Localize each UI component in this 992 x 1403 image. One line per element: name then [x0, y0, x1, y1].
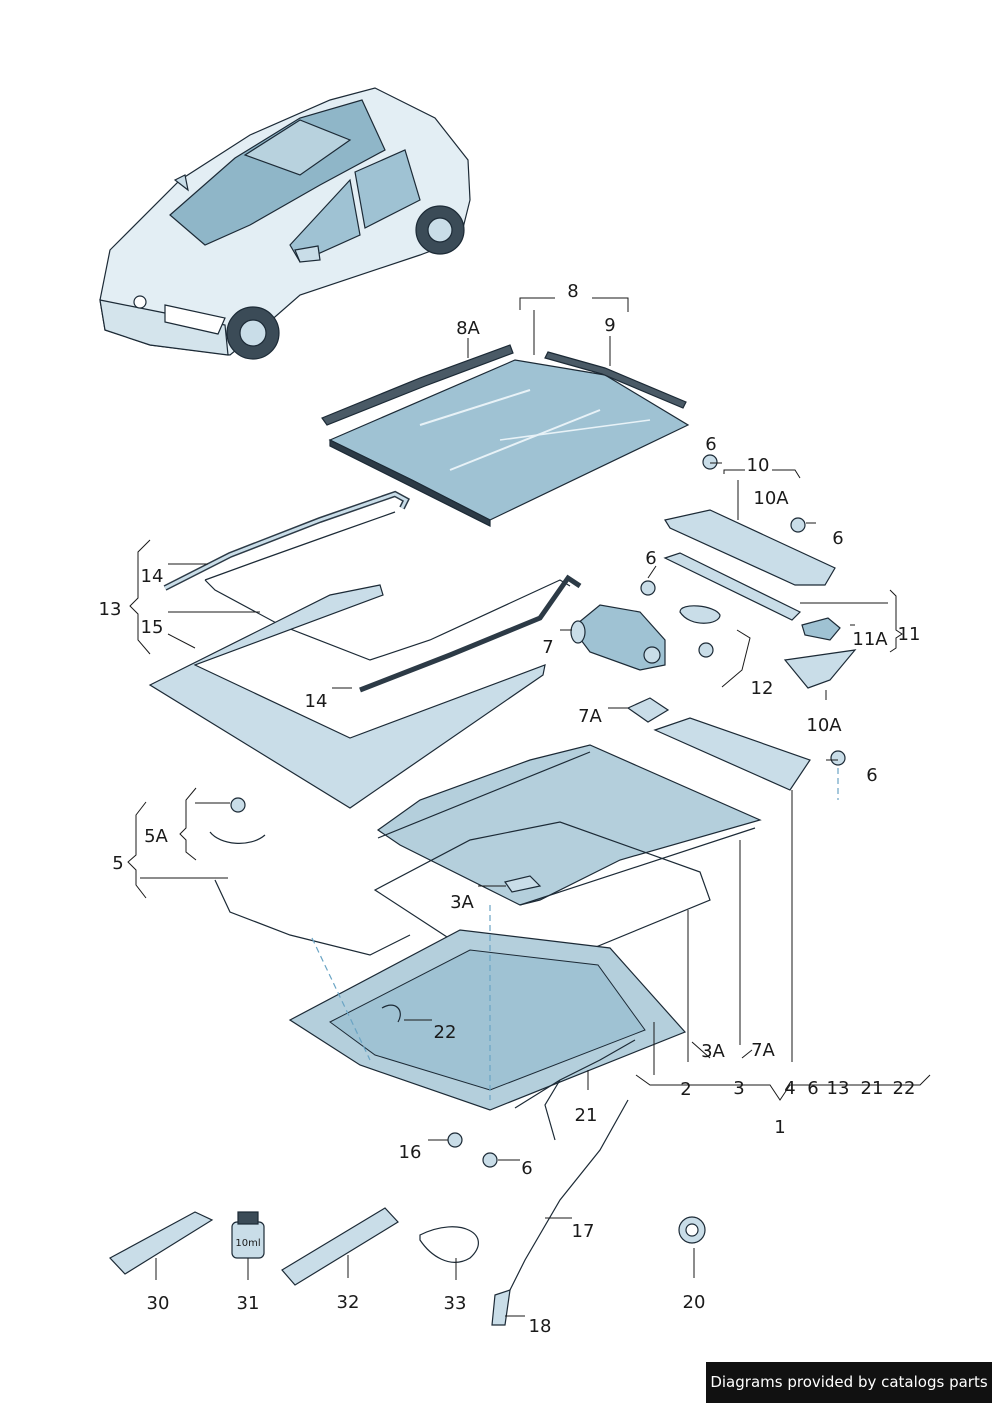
bracket-clip — [801, 617, 841, 641]
seal-frame-assembly — [148, 490, 582, 809]
drain-tube — [381, 1004, 401, 1023]
screw — [447, 1132, 463, 1148]
label-6: 6 — [832, 528, 843, 549]
label-4: 4 — [784, 1078, 795, 1099]
motor-bracket — [626, 697, 670, 723]
label-14: 14 — [141, 566, 164, 587]
label-22: 22 — [434, 1022, 457, 1043]
label-5: 5 — [112, 853, 123, 874]
label-3a: 3A — [450, 892, 474, 913]
label-1: 1 — [774, 1117, 785, 1138]
label-12: 12 — [751, 678, 774, 699]
wind-deflector-rail — [664, 509, 836, 586]
screw — [702, 454, 718, 470]
label-11: 11 — [898, 624, 921, 645]
label-13: 13 — [99, 599, 122, 620]
rear-seal — [544, 351, 687, 409]
label-10a: 10A — [753, 488, 789, 509]
label-8a: 8A — [456, 318, 480, 339]
attribution-footer: Diagrams provided by catalogs parts — [706, 1362, 992, 1403]
label-6: 6 — [807, 1078, 818, 1099]
front-seal — [321, 344, 514, 426]
label-16: 16 — [399, 1142, 422, 1163]
hose-connector — [491, 1289, 511, 1326]
label-6: 6 — [521, 1158, 532, 1179]
label-18: 18 — [529, 1316, 552, 1337]
label-6: 6 — [705, 434, 716, 455]
guide-piece — [504, 875, 542, 893]
screw — [830, 750, 846, 766]
sealant-cartridge — [281, 1207, 399, 1286]
assembly-guide — [311, 937, 371, 1061]
label-5a: 5A — [144, 826, 168, 847]
sunroof-frame — [373, 744, 762, 971]
label-7: 7 — [542, 637, 553, 658]
small-bottle: 10ml — [231, 1211, 265, 1259]
hose-clamp — [678, 1216, 706, 1244]
screw — [230, 797, 246, 813]
screw — [790, 517, 806, 533]
label-10: 10 — [747, 455, 770, 476]
label-21: 21 — [575, 1105, 598, 1126]
label-33: 33 — [444, 1293, 467, 1314]
label-21: 21 — [861, 1078, 884, 1099]
car-illustration — [99, 87, 471, 360]
label-20: 20 — [683, 1292, 706, 1313]
label-6: 6 — [645, 548, 656, 569]
label-13: 13 — [827, 1078, 850, 1099]
label-11a: 11A — [852, 629, 888, 650]
label-8: 8 — [567, 281, 578, 302]
retaining-clip — [209, 831, 266, 844]
label-30: 30 — [147, 1293, 170, 1314]
label-10a: 10A — [806, 715, 842, 736]
screw — [698, 642, 714, 658]
label-2: 2 — [680, 1079, 691, 1100]
label-9: 9 — [604, 315, 615, 336]
leader-lines — [127, 297, 931, 1317]
cover-cap — [679, 605, 721, 624]
slide-shoe — [783, 649, 857, 689]
adhesive-tube — [109, 1211, 214, 1275]
guide-rail — [663, 552, 802, 621]
wiring-harness — [514, 1039, 636, 1141]
screw — [640, 580, 656, 596]
label-32: 32 — [337, 1292, 360, 1313]
label-7a: 7A — [578, 706, 602, 727]
drain-hose-rear — [509, 1099, 629, 1291]
screw — [482, 1152, 498, 1168]
label-22: 22 — [893, 1078, 916, 1099]
drain-hose-front — [214, 879, 411, 956]
bottle-label: 10ml — [235, 1238, 260, 1249]
label-15: 15 — [141, 617, 164, 638]
rear-cover-plate — [653, 717, 811, 791]
label-31: 31 — [237, 1293, 260, 1314]
label-3a: 3A — [701, 1041, 725, 1062]
label-3: 3 — [733, 1078, 744, 1099]
part-labels: 8 8A 9 6 10 10A 6 6 14 13 15 11 11A 7 12… — [99, 281, 921, 1337]
glass-panel — [328, 359, 690, 527]
label-7a: 7A — [751, 1040, 775, 1061]
label-6: 6 — [866, 765, 877, 786]
label-17: 17 — [572, 1221, 595, 1242]
label-14: 14 — [305, 691, 328, 712]
cable-tie — [419, 1226, 479, 1263]
motor-assembly — [570, 604, 666, 671]
